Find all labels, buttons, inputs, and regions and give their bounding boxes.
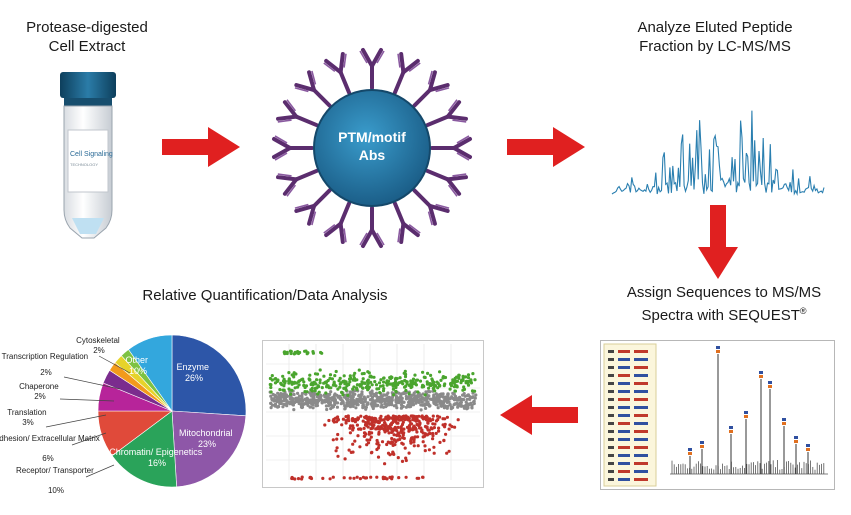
antibody-icon <box>392 201 421 244</box>
step3-label: Analyze Eluted Peptide Fraction by LC-MS… <box>600 18 830 56</box>
antibody-icon <box>359 206 385 248</box>
step4-line1: Assign Sequences to MS/MS <box>626 284 822 301</box>
step1-line2: Cell Extract <box>48 38 126 55</box>
pie-label-cytoskeletal: Cytoskeletal 2% <box>76 336 122 355</box>
antibody-bead-diagram: PTM/motif Abs <box>272 48 472 248</box>
pie-label-chromatin-value: 16% <box>148 458 166 468</box>
antibody-icon <box>294 188 332 226</box>
bead-label-line2: Abs <box>359 147 386 163</box>
antibody-icon <box>392 52 421 95</box>
step1-line1: Protease-digested <box>26 19 148 36</box>
pie-label-adh-value: 6% <box>42 454 54 463</box>
bead-label-line1: PTM/motif <box>338 129 406 145</box>
tube-brand-label: Cell Signaling TECHNOLOGY <box>70 151 113 167</box>
pie-label-chap-value: 2% <box>34 392 46 401</box>
arrow-right-icon <box>507 127 585 167</box>
category-pie-chart: Enzyme 26% Mitochondrial 23% Chromatin/ … <box>0 334 247 495</box>
pie-label-other-name: Other <box>125 355 148 365</box>
pie-label-chromatin: Chromatin/ Epigenetics 16% <box>109 447 205 468</box>
pie-label-chap-name: Chaperone <box>19 382 59 391</box>
pie-label-other: Other 10% <box>125 355 150 376</box>
pie-label-chaperone: Chaperone 2% <box>19 382 61 401</box>
step4-line2-wrap: Spectra with SEQUEST® <box>604 302 844 325</box>
pie-label-chromatin-name: Chromatin/ Epigenetics <box>109 447 203 457</box>
pie-label-trans-name: Transcription Regulation <box>2 352 88 361</box>
antibody-icon <box>430 135 472 161</box>
tube-brand-text: Cell Signaling <box>70 151 113 158</box>
pie-label-cyto-name: Cytoskeletal <box>76 336 120 345</box>
step5-title: Relative Quantification/Data Analysis <box>142 287 388 304</box>
arrow-right-icon <box>162 127 240 167</box>
pie-label-trans-value: 2% <box>40 368 52 377</box>
antibody-icon <box>294 70 332 108</box>
step1-label: Protease-digested Cell Extract <box>2 18 172 56</box>
pie-label-other-value: 10% <box>129 366 147 376</box>
step3-line2: Fraction by LC-MS/MS <box>639 38 791 55</box>
pie-label-translation: Translation 3% <box>7 408 49 427</box>
pie-label-adhesion: Adhesion/ Extracellular Matrix 6% <box>0 434 102 463</box>
pie-label-transl-value: 3% <box>22 418 34 427</box>
arrow-left-icon <box>500 395 578 435</box>
scatter-plot-panel <box>262 340 484 488</box>
pie-slice <box>171 410 247 488</box>
antibody-icon <box>412 70 450 108</box>
sample-tube-icon <box>60 72 116 239</box>
antibody-icon <box>425 99 468 128</box>
arrow-down-icon <box>698 205 738 279</box>
pie-label-rec-value: 10% <box>48 486 64 495</box>
pie-label-transcription: Transcription Regulation 2% <box>2 352 91 377</box>
antibody-icon <box>272 135 314 161</box>
pie-slice <box>128 334 173 412</box>
antibody-icon <box>425 168 468 197</box>
chromatogram-trace <box>611 110 825 197</box>
pie-label-transl-name: Translation <box>7 408 46 417</box>
pie-label-receptor: Receptor/ Transporter 10% <box>16 466 96 495</box>
pie-label-mito-value: 23% <box>198 439 216 449</box>
antibody-icon <box>412 188 450 226</box>
pie-slice <box>111 410 177 488</box>
antibody-icon <box>276 168 319 197</box>
pie-label-mitochondrial: Mitochondrial 23% <box>179 428 235 449</box>
registered-mark: ® <box>799 306 807 316</box>
antibody-icon <box>359 48 385 90</box>
ms-spectrum-panel <box>600 340 835 490</box>
pie-label-adh-name: Adhesion/ Extracellular Matrix <box>0 434 100 443</box>
pie-label-cyto-value: 2% <box>93 346 105 355</box>
antibody-icon <box>323 201 352 244</box>
pie-label-rec-name: Receptor/ Transporter <box>16 466 94 475</box>
antibody-icon <box>276 99 319 128</box>
tube-brand-sub: TECHNOLOGY <box>70 162 98 167</box>
pie-slice <box>171 334 247 417</box>
step4-line2: Spectra with SEQUEST <box>641 307 800 324</box>
pie-label-enzyme: Enzyme 26% <box>176 362 211 383</box>
step4-label: Assign Sequences to MS/MS Spectra with S… <box>604 283 844 325</box>
pie-label-enzyme-name: Enzyme <box>176 362 209 372</box>
antibody-icon <box>323 52 352 95</box>
step3-line1: Analyze Eluted Peptide <box>637 19 793 36</box>
pie-label-enzyme-value: 26% <box>185 373 203 383</box>
pie-label-mito-name: Mitochondrial <box>179 428 233 438</box>
